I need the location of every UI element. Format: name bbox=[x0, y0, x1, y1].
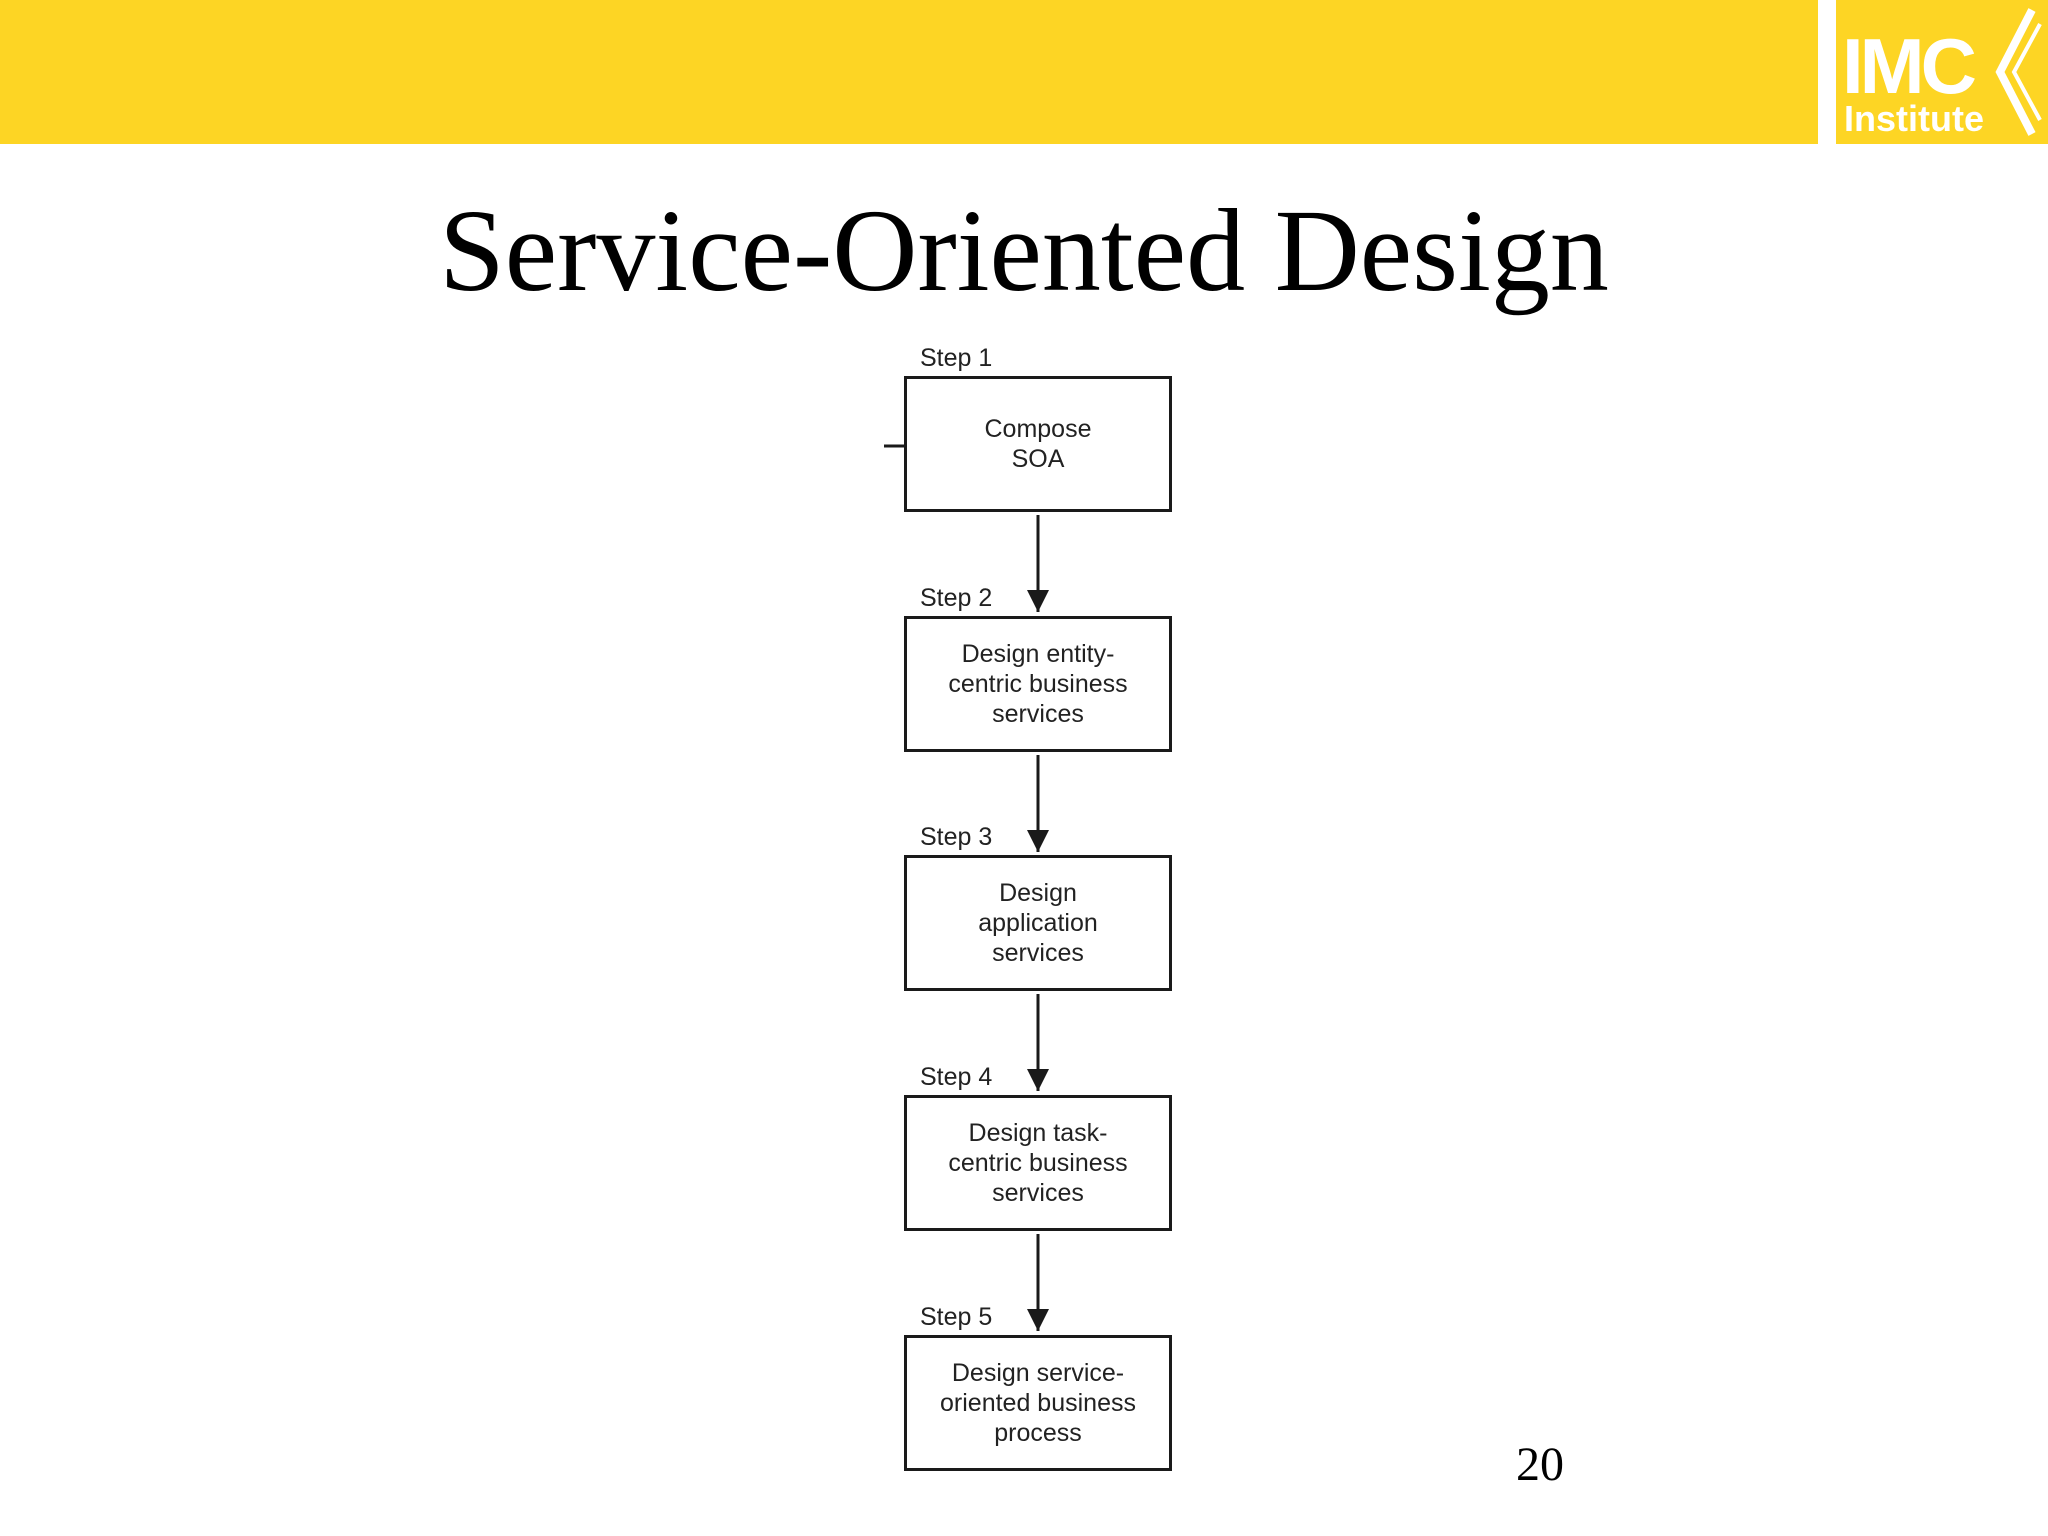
logo-chevron-icon bbox=[1995, 8, 2042, 136]
arrowhead-step4 bbox=[1027, 1069, 1049, 1091]
step-3-text: Design application services bbox=[978, 879, 1098, 967]
step-4-label: Step 4 bbox=[920, 1063, 993, 1091]
step-1-box: Compose SOA bbox=[904, 376, 1172, 512]
step-2-box: Design entity- centric business services bbox=[904, 616, 1172, 752]
step-5-box: Design service- oriented business proces… bbox=[904, 1335, 1172, 1471]
step-5-text: Design service- oriented business proces… bbox=[940, 1359, 1136, 1447]
top-header-bar bbox=[0, 0, 1818, 144]
arrowhead-step3 bbox=[1027, 830, 1049, 852]
step-3-label: Step 3 bbox=[920, 823, 993, 851]
logo-text-imc: IMC bbox=[1842, 22, 1977, 110]
arrowhead-step5 bbox=[1027, 1309, 1049, 1331]
page-number: 20 bbox=[1516, 1438, 1564, 1491]
step-4-box: Design task- centric business services bbox=[904, 1095, 1172, 1231]
arrowhead-step2 bbox=[1027, 590, 1049, 612]
step-1-label: Step 1 bbox=[920, 344, 993, 372]
step-2-label: Step 2 bbox=[920, 584, 993, 612]
step-2-text: Design entity- centric business services bbox=[948, 640, 1128, 728]
step-1-text: Compose SOA bbox=[984, 415, 1092, 473]
page-title: Service-Oriented Design bbox=[439, 185, 1609, 316]
logo-text-institute: Institute bbox=[1844, 98, 1984, 139]
imc-institute-logo: IMC Institute bbox=[1836, 0, 2048, 144]
step-3-box: Design application services bbox=[904, 855, 1172, 991]
step-4-text: Design task- centric business services bbox=[948, 1119, 1128, 1207]
step-5-label: Step 5 bbox=[920, 1303, 993, 1331]
